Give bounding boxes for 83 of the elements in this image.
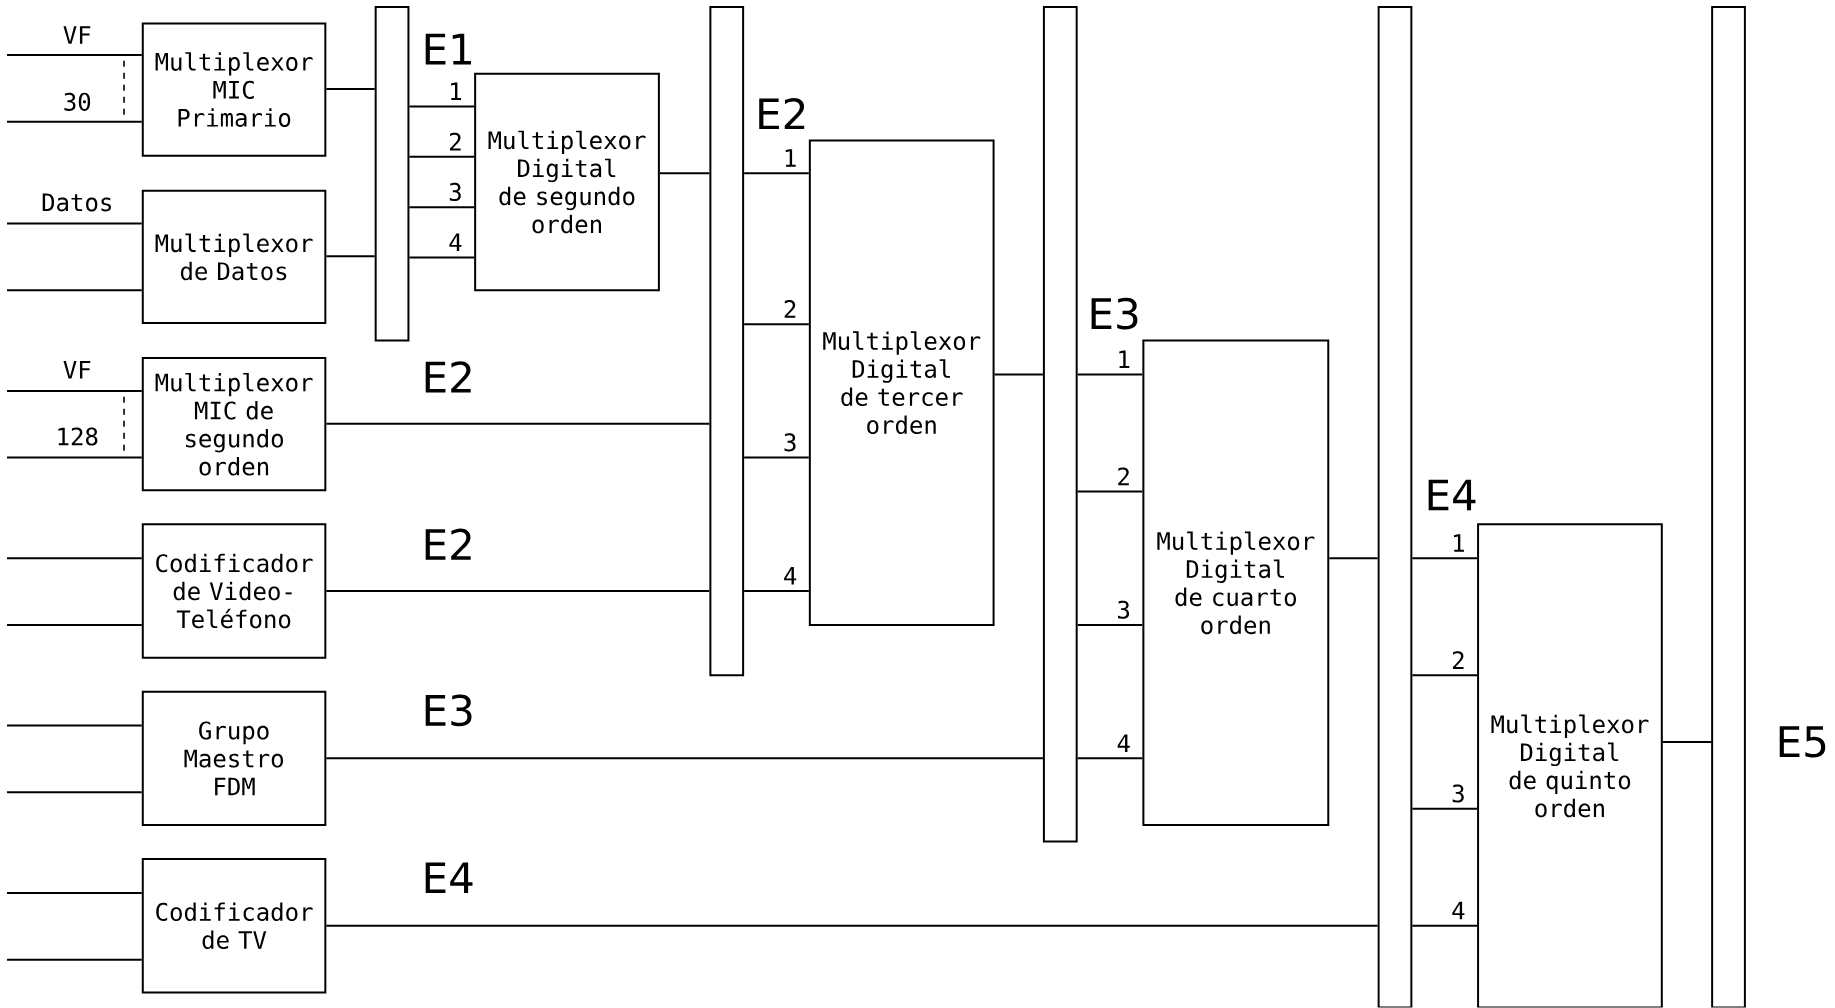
multiplexer-box: Multiplexor Digital de quinto orden (1477, 523, 1663, 1008)
connector-line (408, 105, 476, 108)
multiplexer-box: Multiplexor Digital de tercer orden (808, 139, 995, 627)
port-number: 4 (1452, 901, 1465, 920)
connector-line (6, 289, 143, 292)
connector-line (325, 757, 1044, 760)
line-label: 128 (58, 427, 98, 446)
port-number: 3 (1452, 784, 1464, 803)
connector-line (325, 590, 711, 593)
multiplexer-box: Multiplexor de Datos (141, 189, 327, 325)
connector-line (1076, 373, 1144, 376)
connector-line (325, 88, 376, 91)
port-number: 4 (449, 233, 462, 252)
connector-line (325, 255, 376, 258)
connector-line (993, 373, 1044, 376)
port-number: 1 (785, 149, 796, 167)
connector-line (1076, 624, 1144, 627)
port-number: 2 (1452, 651, 1464, 670)
bus-bar (374, 6, 410, 342)
connector-line (6, 456, 143, 459)
port-number: 4 (784, 567, 797, 585)
connector-line (6, 892, 143, 895)
bus-bar (1042, 6, 1078, 843)
bus-bar (1377, 6, 1413, 1008)
connector-line (1411, 924, 1479, 927)
connector-line (1328, 557, 1379, 560)
multiplexer-box: Grupo Maestro FDM (141, 690, 327, 827)
connector-line (743, 590, 810, 593)
multiplexer-box: Codificador de Video-Teléfono (141, 523, 327, 659)
level-label: E4 (1428, 479, 1476, 511)
connector-line (6, 557, 143, 560)
level-label: E3 (1091, 297, 1138, 330)
multiplexer-box: Multiplexor MIC de segundo orden (141, 357, 327, 492)
connector-line (658, 172, 711, 175)
connector-line (408, 156, 476, 158)
connector-line (1411, 674, 1479, 677)
connector-line (6, 791, 143, 794)
line-label: Datos (42, 193, 111, 212)
port-number: 4 (1117, 734, 1130, 753)
bus-bar (1711, 6, 1746, 1008)
port-number: 1 (1454, 534, 1464, 552)
connector-line (743, 172, 810, 175)
level-label: E5 (1779, 726, 1826, 758)
line-label: VF (63, 361, 91, 379)
port-number: 3 (784, 433, 796, 452)
connector-line (325, 924, 1379, 927)
port-number: 2 (784, 300, 796, 319)
connector-line (1661, 741, 1713, 744)
level-label: E2 (759, 98, 805, 130)
connector-line (1411, 557, 1479, 560)
port-number: 3 (1118, 600, 1130, 619)
line-label: VF (63, 26, 91, 45)
port-number: 2 (1118, 467, 1129, 486)
level-label: E4 (425, 862, 473, 894)
bus-bar (709, 6, 745, 677)
connector-line (1411, 807, 1479, 810)
connector-line (6, 222, 143, 225)
multiplexer-box: Codificador de TV (141, 858, 327, 994)
level-label: E1 (425, 34, 471, 65)
connector-line (6, 958, 143, 961)
port-number: 1 (1119, 350, 1130, 369)
port-number: 2 (450, 132, 461, 151)
multiplexer-box: Multiplexor MIC Primario (141, 22, 327, 157)
connector-line (6, 624, 143, 627)
connector-line (1076, 490, 1144, 493)
multiplexer-box: Multiplexor Digital de cuarto orden (1142, 339, 1330, 827)
port-number: 1 (451, 82, 461, 101)
connector-line (743, 456, 810, 459)
connector-line (1076, 757, 1144, 760)
connector-line (6, 390, 143, 393)
level-label: E2 (425, 528, 471, 560)
connector-line (743, 323, 810, 326)
connector-line (325, 422, 711, 425)
level-label: E2 (425, 361, 471, 393)
connector-line (408, 256, 476, 259)
level-label: E3 (425, 694, 472, 727)
connector-line (408, 206, 476, 209)
connector-line (6, 724, 143, 727)
line-label: 30 (64, 92, 91, 112)
connector-line (6, 120, 143, 123)
port-number: 3 (449, 183, 461, 202)
connector-line (6, 54, 143, 57)
multiplexer-box: Multiplexor Digital de segundo orden (474, 72, 660, 292)
